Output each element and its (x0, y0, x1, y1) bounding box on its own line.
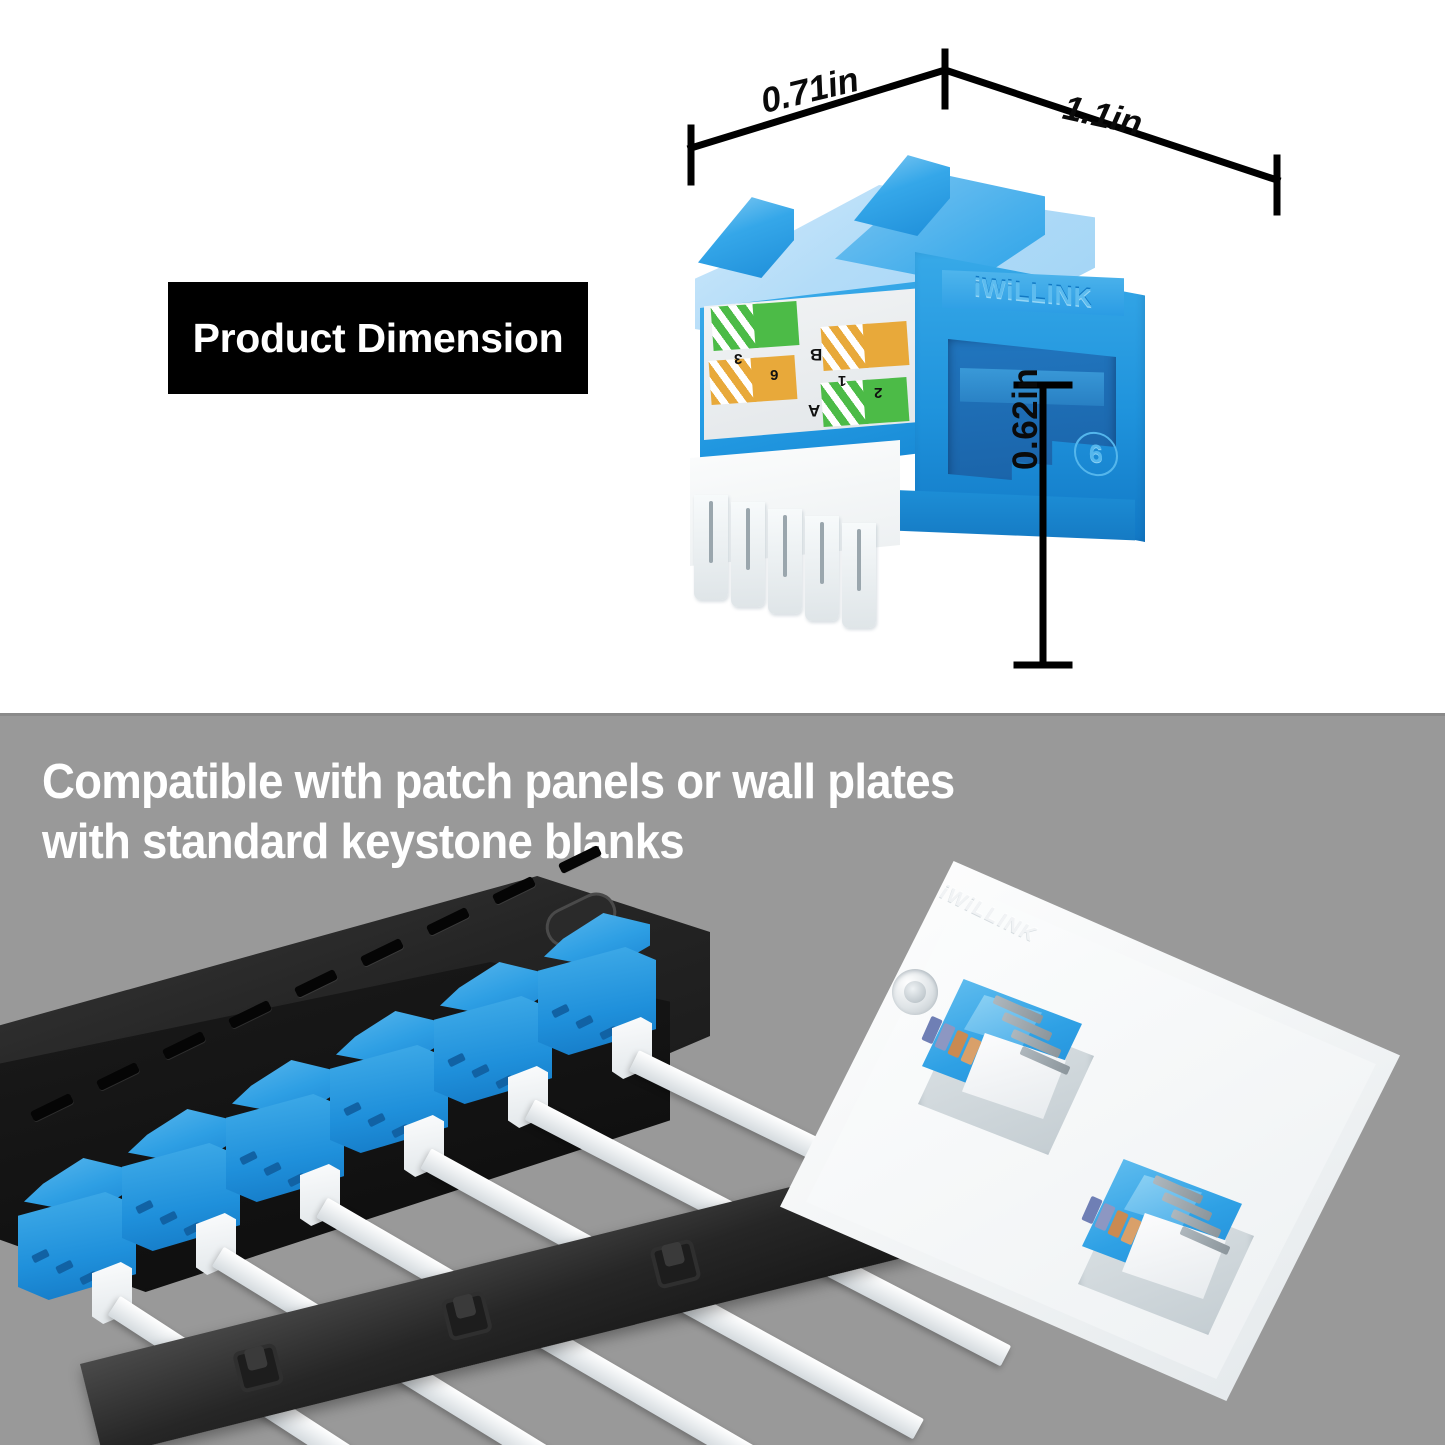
patch-panel-jack-slot (471, 1063, 490, 1079)
idc-fin (768, 509, 802, 614)
wall-plate-screw-top (892, 969, 938, 1015)
wiring-standard-b: B (810, 345, 823, 364)
patch-panel-jack-slot (55, 1259, 74, 1275)
wiring-standard-a: A (808, 401, 821, 420)
patch-panel-jack-slot (159, 1210, 178, 1226)
wire-solid-orange-top (862, 321, 910, 369)
idc-fin (805, 516, 839, 621)
patch-panel-jack-slot (367, 1112, 386, 1128)
product-dimension-banner: Product Dimension (168, 282, 588, 394)
idc-fin-slot (857, 529, 861, 591)
wire-pin-number-2: 2 (874, 384, 883, 401)
wire-solid-green-top (752, 301, 800, 349)
dimension-height-label: 0.62in (1006, 367, 1045, 470)
wall-plate-idc-teeth (1152, 1174, 1231, 1256)
idc-fin (694, 495, 728, 600)
idc-fin-slot (709, 501, 713, 563)
patch-panel-jack (18, 1158, 140, 1308)
cat6-badge-number: 6 (1089, 438, 1103, 469)
jack-bottom-foot (895, 490, 1135, 541)
idc-fin-group (694, 495, 894, 670)
wall-plate-jack (1060, 1151, 1290, 1381)
wire-pin-number-6: 6 (770, 366, 779, 383)
patch-panel-jack-slot (575, 1014, 594, 1030)
patch-panel-jack-slot (263, 1161, 282, 1177)
wire-pin-number-3: 3 (734, 350, 743, 367)
keystone-jack-illustration: 3 6 1 2 B A iWiLLINK 6 (660, 140, 1340, 700)
wire-solid-green-bottom (862, 377, 910, 425)
patch-panel-photo (0, 844, 1249, 1445)
wall-plate-photo: iWiLLINK (760, 851, 1420, 1445)
compatibility-section: Compatible with patch panels or wall pla… (0, 713, 1445, 1445)
idc-fin (842, 523, 876, 628)
wire-pin-number-1: 1 (838, 372, 847, 389)
wire-pair-green-bottom (820, 377, 910, 427)
dimension-width-label: 0.71in (757, 59, 863, 121)
wire-pair-green-top (710, 301, 800, 351)
idc-fin-slot (746, 508, 750, 570)
wall-plate-idc-teeth (992, 994, 1071, 1076)
idc-fin-slot (820, 522, 824, 584)
brand-emboss-text: iWiLLINK (973, 272, 1093, 313)
cable-bar-clip (440, 1290, 494, 1342)
brand-emboss-plate: iWiLLINK (942, 270, 1124, 316)
product-dimension-section: Product Dimension (0, 0, 1445, 713)
wall-plate-jack (900, 971, 1130, 1201)
cable-bar-clip (649, 1238, 702, 1290)
cable-bar-clip (231, 1342, 285, 1394)
idc-fin-slot (783, 515, 787, 577)
wire-pair-orange-bottom (708, 355, 798, 405)
patch-panel-jack (226, 1060, 348, 1210)
idc-fin (731, 502, 765, 607)
dimension-depth-label: 1.1in (1059, 88, 1146, 144)
wire-pair-orange-top (820, 321, 910, 371)
compatibility-headline: Compatible with patch panels or wall pla… (42, 752, 1046, 873)
wiring-color-label: 3 6 1 2 B A (704, 288, 922, 440)
product-dimension-banner-label: Product Dimension (192, 314, 564, 361)
headline-line-1: Compatible with patch panels or wall pla… (42, 755, 955, 809)
